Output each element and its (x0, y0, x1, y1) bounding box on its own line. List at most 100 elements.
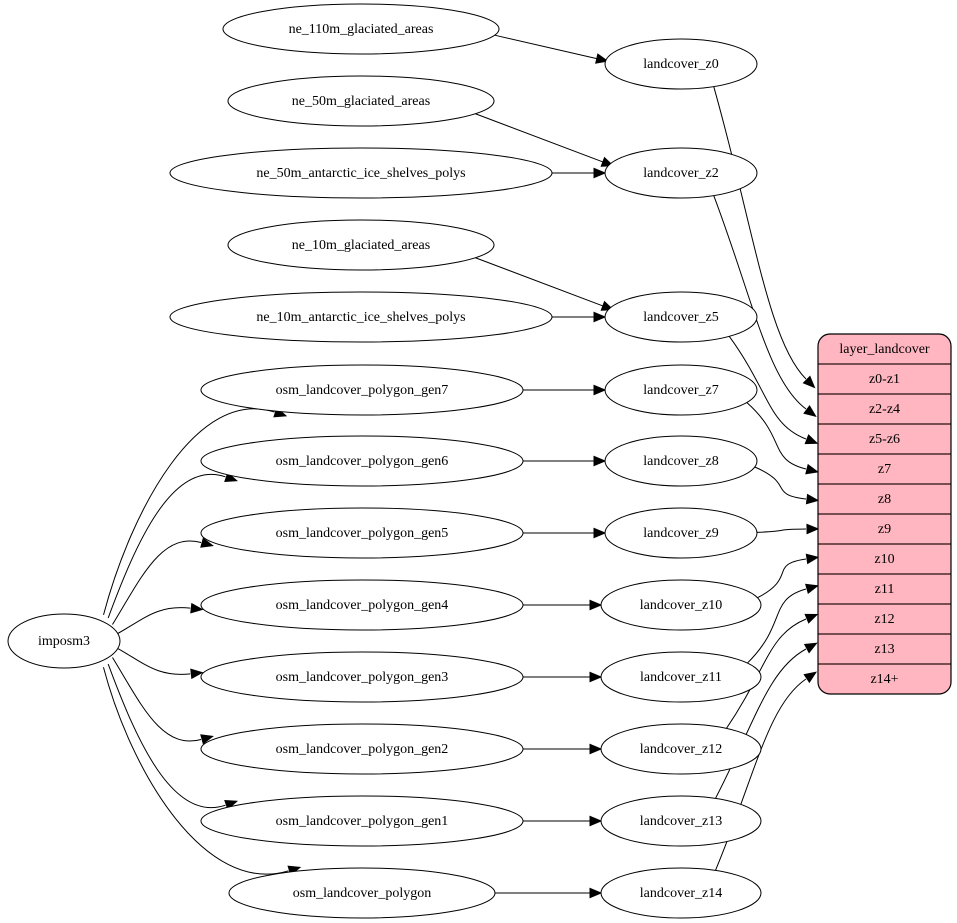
edge-landcover_z2-to-table-row-1 (713, 195, 817, 417)
table-row-label: z10 (874, 552, 894, 567)
table-row[interactable]: z10 (818, 543, 951, 574)
source-node-osm_landcover_polygon_gen4[interactable]: osm_landcover_polygon_gen4 (200, 579, 524, 631)
edge-arrowhead (190, 668, 204, 680)
node-label: landcover_z14 (640, 886, 722, 901)
edge-landcover_z0-to-table-row-0 (713, 86, 816, 389)
node-label: osm_landcover_polygon_gen3 (276, 670, 449, 685)
layer-node-landcover_z10[interactable]: landcover_z10 (600, 579, 762, 631)
node-label: osm_landcover_polygon_gen2 (276, 742, 449, 757)
edge-ne_110m_glaciated_areas-to-landcover_z0 (494, 34, 609, 64)
node-label: osm_landcover_polygon_gen6 (276, 454, 449, 469)
source-node-ne_10m_glaciated_areas[interactable]: ne_10m_glaciated_areas (227, 219, 495, 271)
edge-imposm3-to-osm_landcover_polygon_gen2 (112, 657, 214, 745)
edge-arrowhead (595, 53, 609, 64)
table-row-background (818, 424, 951, 454)
node-shape (7, 613, 121, 669)
edge-line (114, 607, 191, 636)
layer-node-landcover_z12[interactable]: landcover_z12 (600, 723, 762, 775)
table-row[interactable]: z14+ (818, 663, 951, 694)
edge-line (754, 466, 807, 500)
table-row-label: z5-z6 (869, 432, 900, 447)
edge-line (747, 588, 807, 664)
edge-osm_landcover_polygon_gen1-to-landcover_z13 (523, 815, 603, 827)
table-row-label: z7 (878, 462, 891, 477)
source-node-osm_landcover_polygon_gen5[interactable]: osm_landcover_polygon_gen5 (200, 507, 524, 559)
node-label: landcover_z5 (643, 310, 718, 325)
layer-node-landcover_z14[interactable]: landcover_z14 (600, 867, 762, 919)
source-node-osm_landcover_polygon_gen3[interactable]: osm_landcover_polygon_gen3 (200, 651, 524, 703)
edge-arrowhead (589, 671, 603, 683)
layer-node-landcover_z13[interactable]: landcover_z13 (600, 795, 762, 847)
node-shape (604, 507, 758, 559)
table-row[interactable]: z2-z4 (818, 393, 951, 424)
node-shape (200, 795, 524, 847)
layer-node-landcover_z8[interactable]: landcover_z8 (604, 435, 758, 487)
source-node-osm_landcover_polygon_gen7[interactable]: osm_landcover_polygon_gen7 (200, 364, 524, 416)
source-node-ne_50m_glaciated_areas[interactable]: ne_50m_glaciated_areas (227, 75, 495, 127)
layer-node-landcover_z5[interactable]: landcover_z5 (604, 291, 758, 343)
edge-arrowhead (200, 734, 214, 745)
node-shape (200, 507, 524, 559)
edge-line (107, 663, 226, 808)
layer-landcover-table[interactable]: layer_landcoverz0-z1z2-z4z5-z6z7z8z9z10z… (817, 333, 952, 695)
layer-node-landcover_z2[interactable]: landcover_z2 (604, 147, 758, 199)
source-node-osm_landcover_polygon_gen1[interactable]: osm_landcover_polygon_gen1 (200, 795, 524, 847)
node-shape (200, 364, 524, 416)
edge-imposm3-to-osm_landcover_polygon_gen4 (114, 602, 204, 636)
layer-node-landcover_z7[interactable]: landcover_z7 (604, 364, 758, 416)
edge-arrowhead (593, 384, 607, 396)
edge-arrowhead (589, 743, 603, 755)
table-row[interactable]: z7 (818, 453, 951, 484)
edge-line (103, 408, 275, 615)
source-node-ne_50m_antarctic_ice_shelves_polys[interactable]: ne_50m_antarctic_ice_shelves_polys (169, 147, 553, 199)
table-row[interactable]: z5-z6 (818, 423, 951, 454)
table-row[interactable]: z11 (818, 573, 951, 604)
source-node-osm_landcover_polygon_gen2[interactable]: osm_landcover_polygon_gen2 (200, 723, 524, 775)
node-label: landcover_z12 (640, 742, 722, 757)
edge-landcover_z5-to-table-row-2 (728, 336, 819, 445)
edge-osm_landcover_polygon_gen7-to-landcover_z7 (523, 384, 607, 396)
edge-arrowhead (805, 553, 820, 565)
edge-osm_landcover_polygon_gen2-to-landcover_z12 (523, 743, 603, 755)
node-label: imposm3 (38, 634, 90, 649)
node-shape (600, 651, 762, 703)
edge-arrowhead (589, 887, 603, 899)
layer-node-landcover_z0[interactable]: landcover_z0 (604, 38, 758, 90)
edges-layer (102, 34, 820, 899)
node-label: landcover_z10 (640, 598, 722, 613)
edge-osm_landcover_polygon_gen6-to-landcover_z8 (523, 455, 607, 467)
layer-node-landcover_z11[interactable]: landcover_z11 (600, 651, 762, 703)
source-node-osm_landcover_polygon_gen6[interactable]: osm_landcover_polygon_gen6 (200, 435, 524, 487)
table-row[interactable]: z13 (818, 633, 951, 664)
root-node-imposm3[interactable]: imposm3 (7, 613, 121, 669)
node-label: landcover_z0 (643, 57, 718, 72)
table-row-label: z2-z4 (869, 402, 900, 417)
node-label: osm_landcover_polygon_gen7 (276, 383, 449, 398)
edge-arrowhead (804, 434, 819, 445)
node-shape (604, 291, 758, 343)
edge-landcover_z7-to-table-row-3 (746, 402, 819, 475)
edge-arrowhead (593, 455, 607, 467)
table-row-label: z8 (878, 492, 891, 507)
source-node-ne_10m_antarctic_ice_shelves_polys[interactable]: ne_10m_antarctic_ice_shelves_polys (169, 291, 553, 343)
edge-line (475, 257, 604, 307)
table-row-label: z12 (874, 612, 894, 627)
source-node-ne_110m_glaciated_areas[interactable]: ne_110m_glaciated_areas (222, 3, 500, 55)
table-row[interactable]: z8 (818, 483, 951, 514)
node-label: landcover_z8 (643, 454, 718, 469)
edge-arrowhead (803, 642, 818, 654)
edge-arrowhead (805, 583, 819, 595)
node-shape (604, 147, 758, 199)
node-shape (600, 867, 762, 919)
edge-ne_10m_antarctic_ice_shelves_polys-to-landcover_z5 (552, 311, 607, 323)
table-row-label: z14+ (870, 672, 898, 687)
edge-arrowhead (593, 311, 607, 323)
table-row[interactable]: z12 (818, 603, 951, 634)
edge-imposm3-to-osm_landcover_polygon_gen5 (112, 537, 214, 625)
edge-osm_landcover_polygon-to-landcover_z14 (495, 887, 603, 899)
edge-arrowhead (593, 167, 607, 179)
layer-node-landcover_z9[interactable]: landcover_z9 (604, 507, 758, 559)
source-node-osm_landcover_polygon[interactable]: osm_landcover_polygon (228, 867, 496, 919)
table-row[interactable]: z9 (818, 513, 951, 544)
table-row[interactable]: z0-z1 (818, 363, 951, 394)
